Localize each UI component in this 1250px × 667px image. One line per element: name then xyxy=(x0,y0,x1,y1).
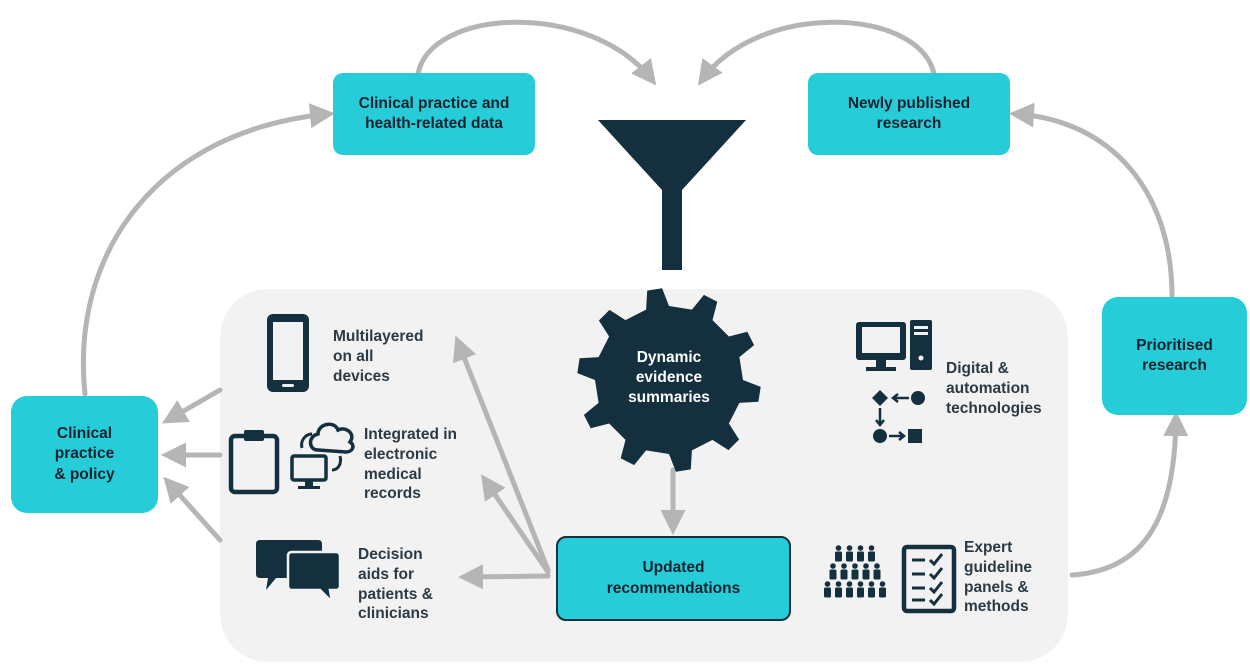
person-head xyxy=(846,545,853,551)
computer-icon xyxy=(856,320,932,371)
person-head xyxy=(841,563,847,569)
person-head xyxy=(868,545,875,551)
arrow-prioritised-to-research xyxy=(1009,102,1175,299)
updated-recommendations-box: Updated recommendations xyxy=(556,536,791,621)
person-head xyxy=(852,563,858,569)
person-head xyxy=(874,563,880,569)
person-head xyxy=(868,581,875,587)
arrow-expert-to-prioritised xyxy=(1069,411,1189,578)
clipboard-icon xyxy=(228,430,280,495)
person-body xyxy=(840,569,848,580)
person-body xyxy=(835,587,842,598)
person-head xyxy=(830,563,836,569)
chat-bubbles-icon xyxy=(256,540,342,606)
clinical-data-box: Clinical practice and health-related dat… xyxy=(333,73,535,155)
person-body xyxy=(824,587,831,598)
person-body xyxy=(851,569,859,580)
person-body xyxy=(873,569,881,580)
checklist-icon xyxy=(901,544,957,614)
person-body xyxy=(862,569,870,580)
person-head xyxy=(857,581,864,587)
newly-published-box: Newly published research xyxy=(808,73,1010,155)
person-body xyxy=(857,551,864,562)
arrow-research-to-funnel xyxy=(697,19,937,86)
arrow-aids-to-policy xyxy=(163,476,223,543)
person-body xyxy=(857,587,864,598)
person-body xyxy=(846,551,853,562)
workflow-icon xyxy=(872,390,925,443)
dynamic-evidence-label: Dynamic evidence summaries xyxy=(628,349,710,406)
expert-panels-label: Expert guideline panels & methods xyxy=(964,539,1033,616)
phone-icon xyxy=(267,314,309,392)
arrow-updated-to-multilayered xyxy=(452,335,551,573)
person-body xyxy=(829,569,837,580)
person-body xyxy=(846,587,853,598)
person-head xyxy=(863,563,869,569)
decision-aids-label: Decision aids for patients & clinicians xyxy=(358,546,433,623)
arrow-policy-to-data xyxy=(80,103,335,397)
arrow-data-to-funnel xyxy=(415,19,657,86)
person-body xyxy=(879,587,886,598)
clinical-policy-box: Clinical practice & policy xyxy=(11,396,158,513)
multilayered-label: Multilayered on all devices xyxy=(333,328,424,385)
integrated-label: Integrated in electronic medical records xyxy=(364,426,458,503)
cloud-sync-icon xyxy=(290,422,355,489)
arrow-devices-to-policy xyxy=(161,387,223,424)
arrow-updated-to-integrated xyxy=(481,474,551,575)
prioritised-research-box: Prioritised research xyxy=(1102,297,1247,415)
people-icon xyxy=(824,545,886,598)
arrow-updated-to-decision xyxy=(458,564,551,590)
person-head xyxy=(857,545,864,551)
person-body xyxy=(868,587,875,598)
person-head xyxy=(824,581,831,587)
person-body xyxy=(868,551,875,562)
person-head xyxy=(835,545,842,551)
person-head xyxy=(879,581,886,587)
digital-automation-label: Digital & automation technologies xyxy=(946,360,1042,417)
person-head xyxy=(835,581,842,587)
gear-shape xyxy=(577,288,761,472)
person-head xyxy=(846,581,853,587)
person-body xyxy=(835,551,842,562)
